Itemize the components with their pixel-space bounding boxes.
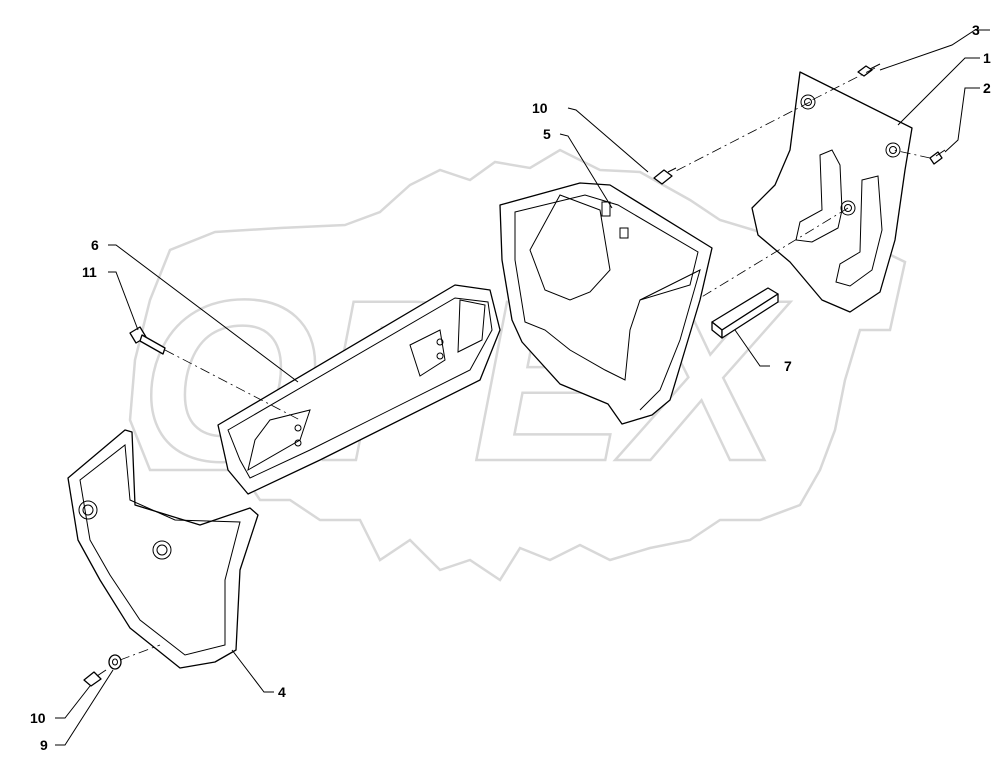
part-11-bolt — [129, 326, 166, 355]
callout-2: 2 — [983, 80, 991, 96]
part-4-lower-cover — [67, 429, 259, 669]
callout-3: 3 — [972, 22, 980, 38]
part-1-back-plate — [751, 71, 913, 313]
part-10-screw-top — [653, 167, 677, 185]
callout-7: 7 — [784, 358, 792, 374]
callout-labels: 3 1 2 10 5 6 11 7 4 10 9 — [30, 22, 991, 753]
callout-6: 6 — [91, 237, 99, 253]
part-7-bar — [711, 287, 779, 339]
callout-11: 11 — [82, 264, 97, 280]
assembly-axis-lines — [119, 67, 931, 661]
part-5-upper-housing — [499, 182, 713, 425]
callout-10-bottom: 10 — [30, 710, 46, 726]
callout-4: 4 — [278, 684, 286, 700]
callout-1: 1 — [983, 50, 991, 66]
callout-10-top: 10 — [532, 100, 548, 116]
part-10-screw-bottom — [83, 669, 107, 687]
leader-lines — [55, 29, 990, 746]
part-3-screw — [857, 63, 881, 77]
watermark-gear-outline — [128, 148, 907, 582]
part-2-screw — [929, 149, 946, 165]
part-6-tray — [217, 284, 501, 495]
part-9-washer — [108, 654, 122, 670]
callout-9: 9 — [40, 737, 48, 753]
callout-5: 5 — [543, 126, 551, 142]
